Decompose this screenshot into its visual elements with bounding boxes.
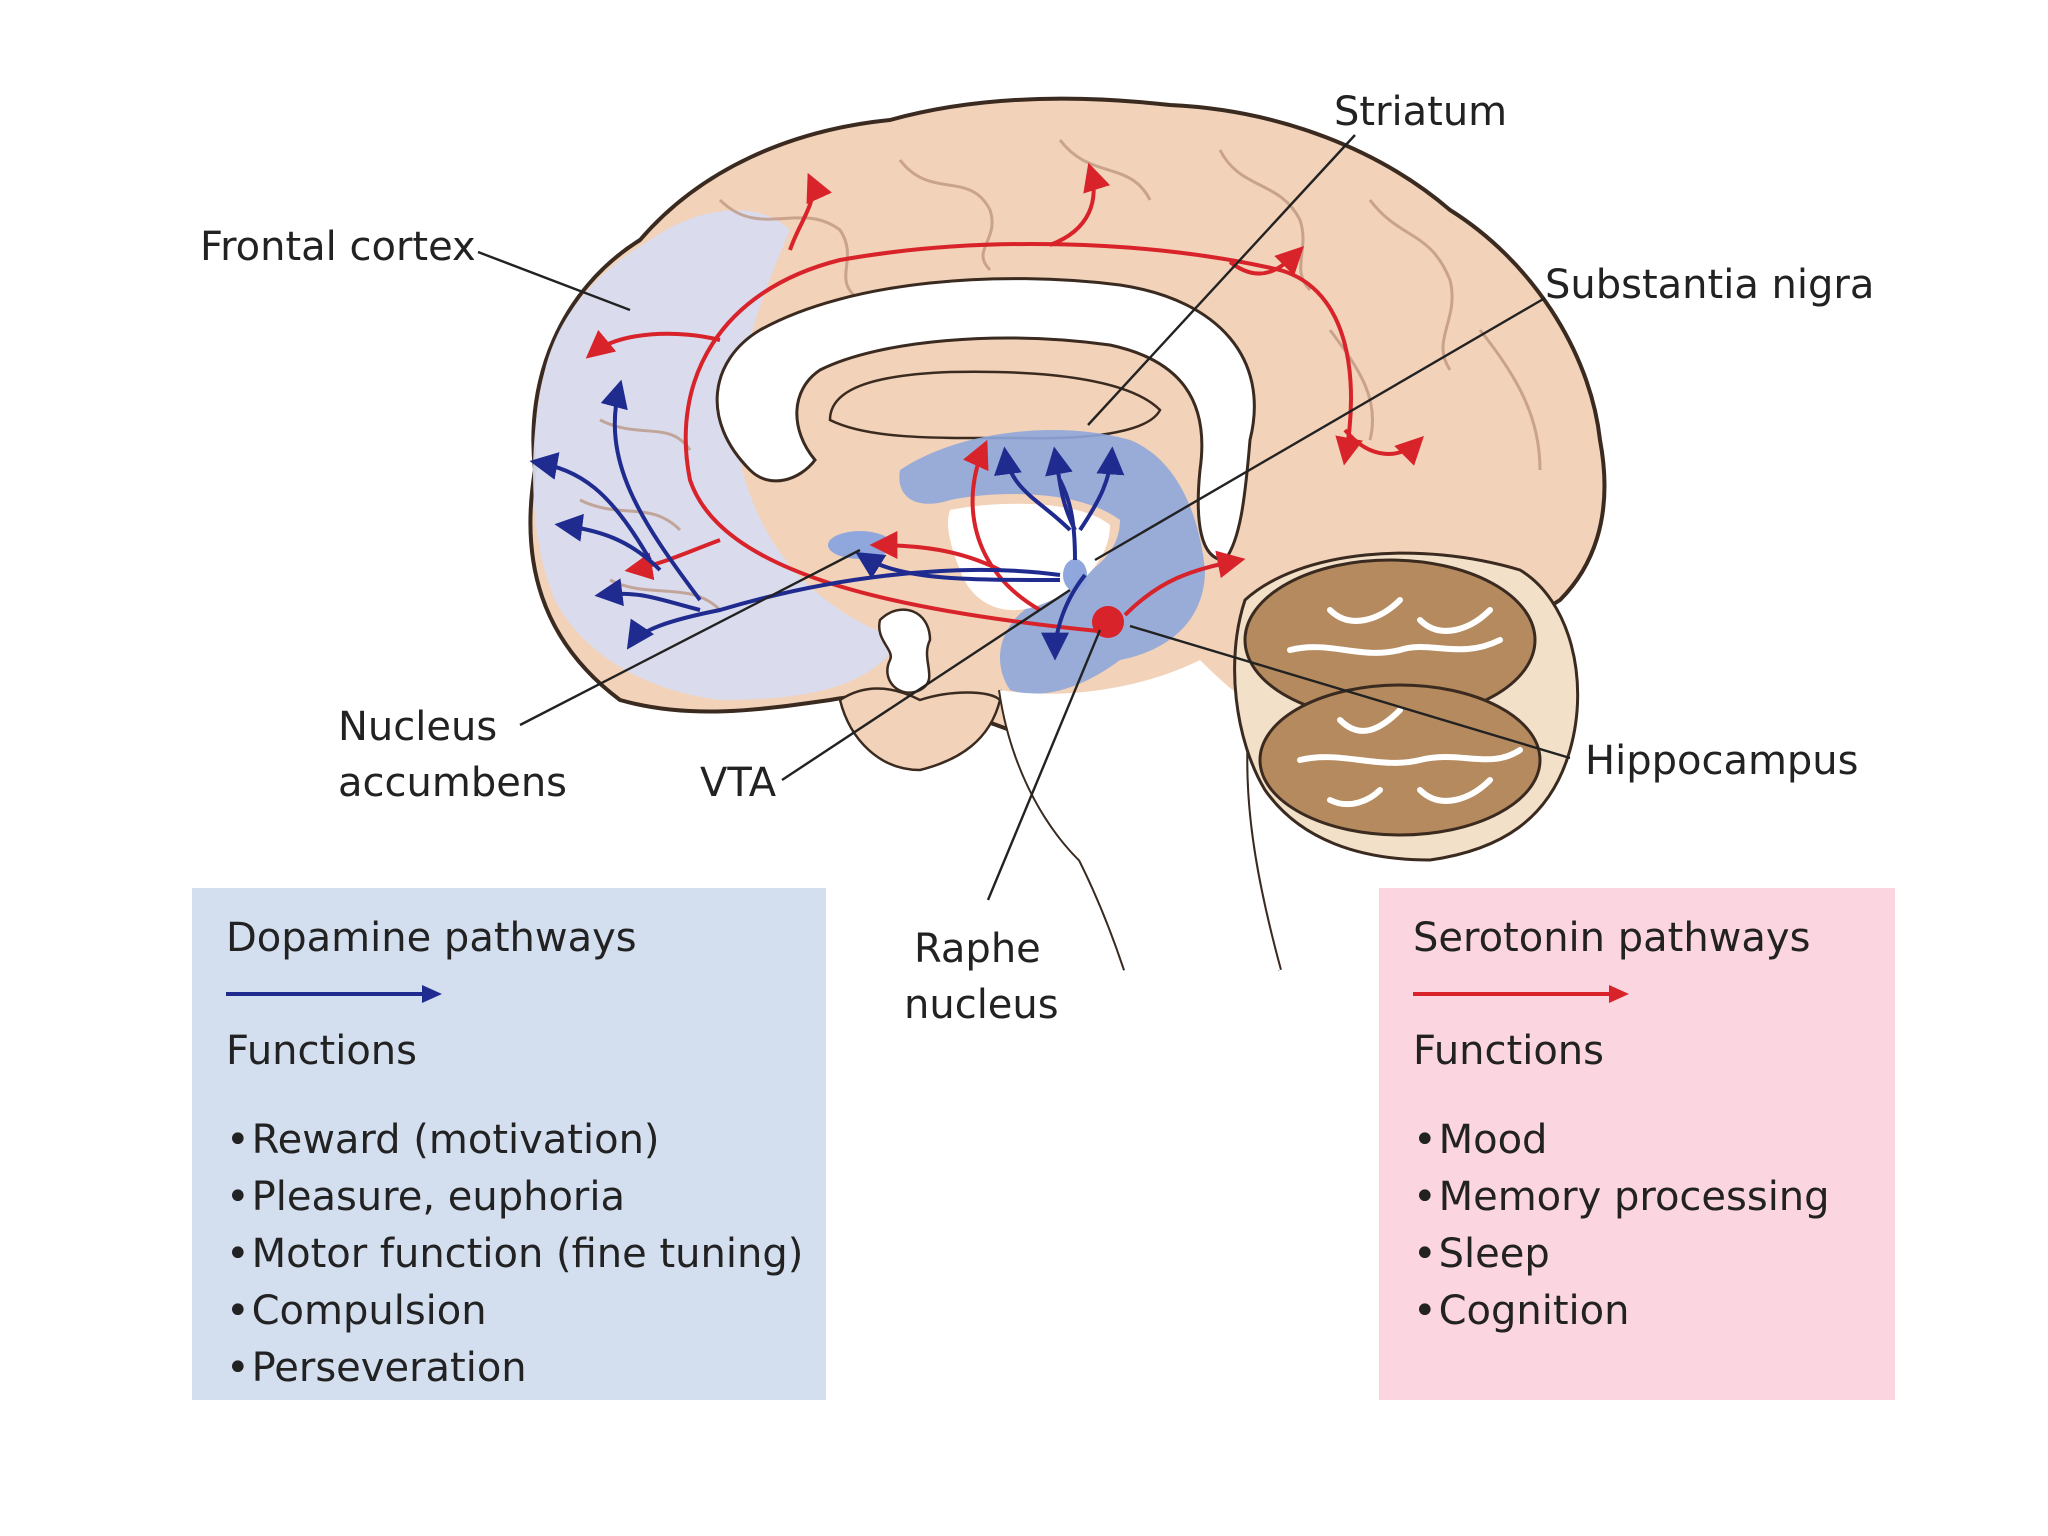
dopamine-pathways: [529, 379, 1125, 661]
temporal-lobe: [838, 687, 1002, 772]
leader-striatum: [1087, 134, 1356, 426]
dopamine-branch-2: [529, 452, 652, 561]
label-hippocampus: Hippocampus: [1585, 738, 1859, 784]
serotonin-branch-2: [1049, 162, 1111, 247]
dopamine-to-substantia: [1041, 573, 1087, 661]
dopamine-function-list: Reward (motivation) Pleasure, euphoria M…: [226, 1112, 804, 1397]
serotonin-legend-title: Serotonin pathways: [1413, 915, 1811, 961]
leader-substantia-nigra: [1094, 296, 1546, 562]
dopamine-function-item: Motor function (fine tuning): [226, 1226, 804, 1283]
dopamine-stem: [1058, 479, 1077, 561]
serotonin-branch-1: [788, 172, 832, 251]
leader-lines: [477, 134, 1571, 901]
label-striatum: Striatum: [1334, 89, 1507, 135]
dopamine-function-item: Compulsion: [226, 1283, 792, 1340]
serotonin-branch-4: [1343, 428, 1424, 466]
leader-vta: [781, 588, 1071, 782]
serotonin-function-item: Memory processing: [1413, 1169, 1861, 1226]
serotonin-legend-subtitle: Functions: [1413, 1028, 1604, 1074]
leader-frontal-cortex: [477, 250, 631, 312]
dopamine-function-item: Reward (motivation): [226, 1112, 792, 1169]
serotonin-function-item: Sleep: [1413, 1226, 1861, 1283]
dopamine-legend-arrow: [226, 985, 442, 1003]
raphe-nucleus-dot: [1092, 606, 1124, 638]
serotonin-function-list: Mood Memory processing Sleep Cognition: [1413, 1112, 1861, 1340]
leader-nucleus-accumbens: [519, 548, 861, 727]
serotonin-to-accumbens: [869, 531, 1001, 572]
dopamine-branch-3: [554, 513, 662, 572]
serotonin-legend-arrow: [1413, 985, 1629, 1003]
label-frontal-cortex: Frontal cortex: [200, 224, 476, 270]
cerebellum: [1233, 551, 1580, 862]
dopamine-legend-subtitle: Functions: [226, 1028, 417, 1074]
serotonin-branch-3: [1228, 246, 1304, 276]
serotonin-branch-5: [585, 329, 721, 359]
dopamine-function-item: Pleasure, euphoria: [226, 1169, 792, 1226]
label-nucleus-accumbens-1: Nucleus: [338, 704, 497, 750]
label-raphe-1: Raphe: [914, 926, 1041, 972]
striatum-region: [899, 430, 1205, 694]
serotonin-function-item: Mood: [1413, 1112, 1861, 1169]
label-raphe-2: nucleus: [904, 982, 1059, 1028]
dopamine-function-item: Perseveration: [226, 1340, 792, 1397]
dopamine-legend: Dopamine pathways Functions Reward (moti…: [192, 888, 826, 1400]
dopamine-to-accumbens: [855, 552, 1061, 582]
thalamus-region: [828, 370, 1162, 440]
label-substantia-nigra: Substantia nigra: [1545, 262, 1874, 308]
serotonin-to-cerebellum: [1123, 550, 1246, 617]
serotonin-arc-main: [683, 242, 1363, 634]
dopamine-branch-1: [600, 379, 702, 602]
serotonin-pathways: [585, 162, 1424, 634]
serotonin-to-striatum: [962, 439, 1041, 612]
leader-raphe: [986, 629, 1102, 901]
dopamine-striatum-2: [1045, 446, 1077, 531]
serotonin-function-item: Cognition: [1413, 1283, 1861, 1340]
dopamine-striatum-1: [994, 446, 1072, 532]
serotonin-legend: Serotonin pathways Functions Mood Memory…: [1379, 888, 1895, 1400]
label-vta: VTA: [700, 760, 777, 806]
dopamine-striatum-3: [1078, 446, 1125, 532]
dopamine-branch-4: [594, 578, 701, 612]
label-nucleus-accumbens-2: accumbens: [338, 760, 567, 806]
leader-hippocampus: [1129, 624, 1571, 760]
dopamine-legend-title: Dopamine pathways: [226, 915, 637, 961]
